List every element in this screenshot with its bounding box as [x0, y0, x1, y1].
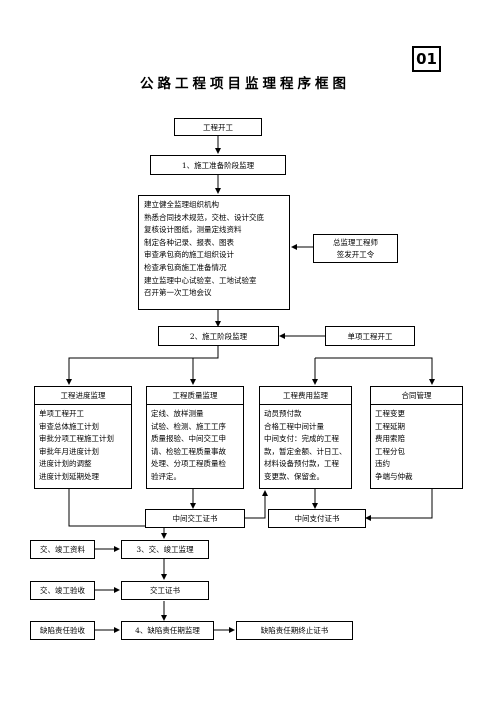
column-header: 合同管理 — [371, 387, 462, 405]
handover-certificate-box: 交工证书 — [121, 581, 209, 600]
column-header: 工程质量监理 — [147, 387, 243, 405]
phase1-box: 1、施工准备阶段监理 — [150, 155, 286, 175]
handover-acceptance-box: 交、竣工验收 — [30, 581, 95, 600]
page-number-badge: 01 — [412, 46, 441, 72]
phase2-box: 2、施工阶段监理 — [158, 326, 279, 346]
quality-control-box: 工程质量监理 定线、放样测量 试验、检测、施工工序 质量报验、中间交工申 请、检… — [146, 386, 244, 489]
column-header: 工程费用监理 — [260, 387, 351, 405]
preparation-tasks-box: 建立健全监理组织机构 熟悉合同技术规范，交桩、设计交底 复核设计图纸，测量定线资… — [138, 195, 290, 310]
cost-control-box: 工程费用监理 动员预付款 合格工程中间计量 中间支付：完成的工程 款，暂定金额、… — [259, 386, 352, 489]
handover-documents-box: 交、竣工资料 — [30, 540, 95, 559]
progress-control-box: 工程进度监理 单项工程开工 审查总体施工计划 审批分项工程施工计划 审批年月进度… — [34, 386, 132, 489]
defect-acceptance-box: 缺陷责任验收 — [30, 621, 95, 640]
column-header: 工程进度监理 — [35, 387, 131, 405]
page-title: 公路工程项目监理程序框图 — [140, 76, 350, 92]
phase3-box: 3、交、竣工监理 — [121, 540, 209, 559]
interim-payment-cert-box: 中间支付证书 — [268, 509, 366, 528]
phase4-box: 4、缺陷责任期监理 — [121, 621, 214, 640]
single-project-start-box: 单项工程开工 — [325, 326, 415, 346]
contract-management-box: 合同管理 工程变更 工程延期 费用索赔 工程分包 违约 争端与仲裁 — [370, 386, 463, 489]
chief-engineer-box: 总监理工程师 签发开工令 — [313, 234, 398, 263]
interim-completion-cert-box: 中间交工证书 — [145, 509, 245, 528]
defect-period-termination-cert-box: 缺陷责任期终止证书 — [236, 621, 353, 640]
start-box: 工程开工 — [174, 118, 262, 136]
